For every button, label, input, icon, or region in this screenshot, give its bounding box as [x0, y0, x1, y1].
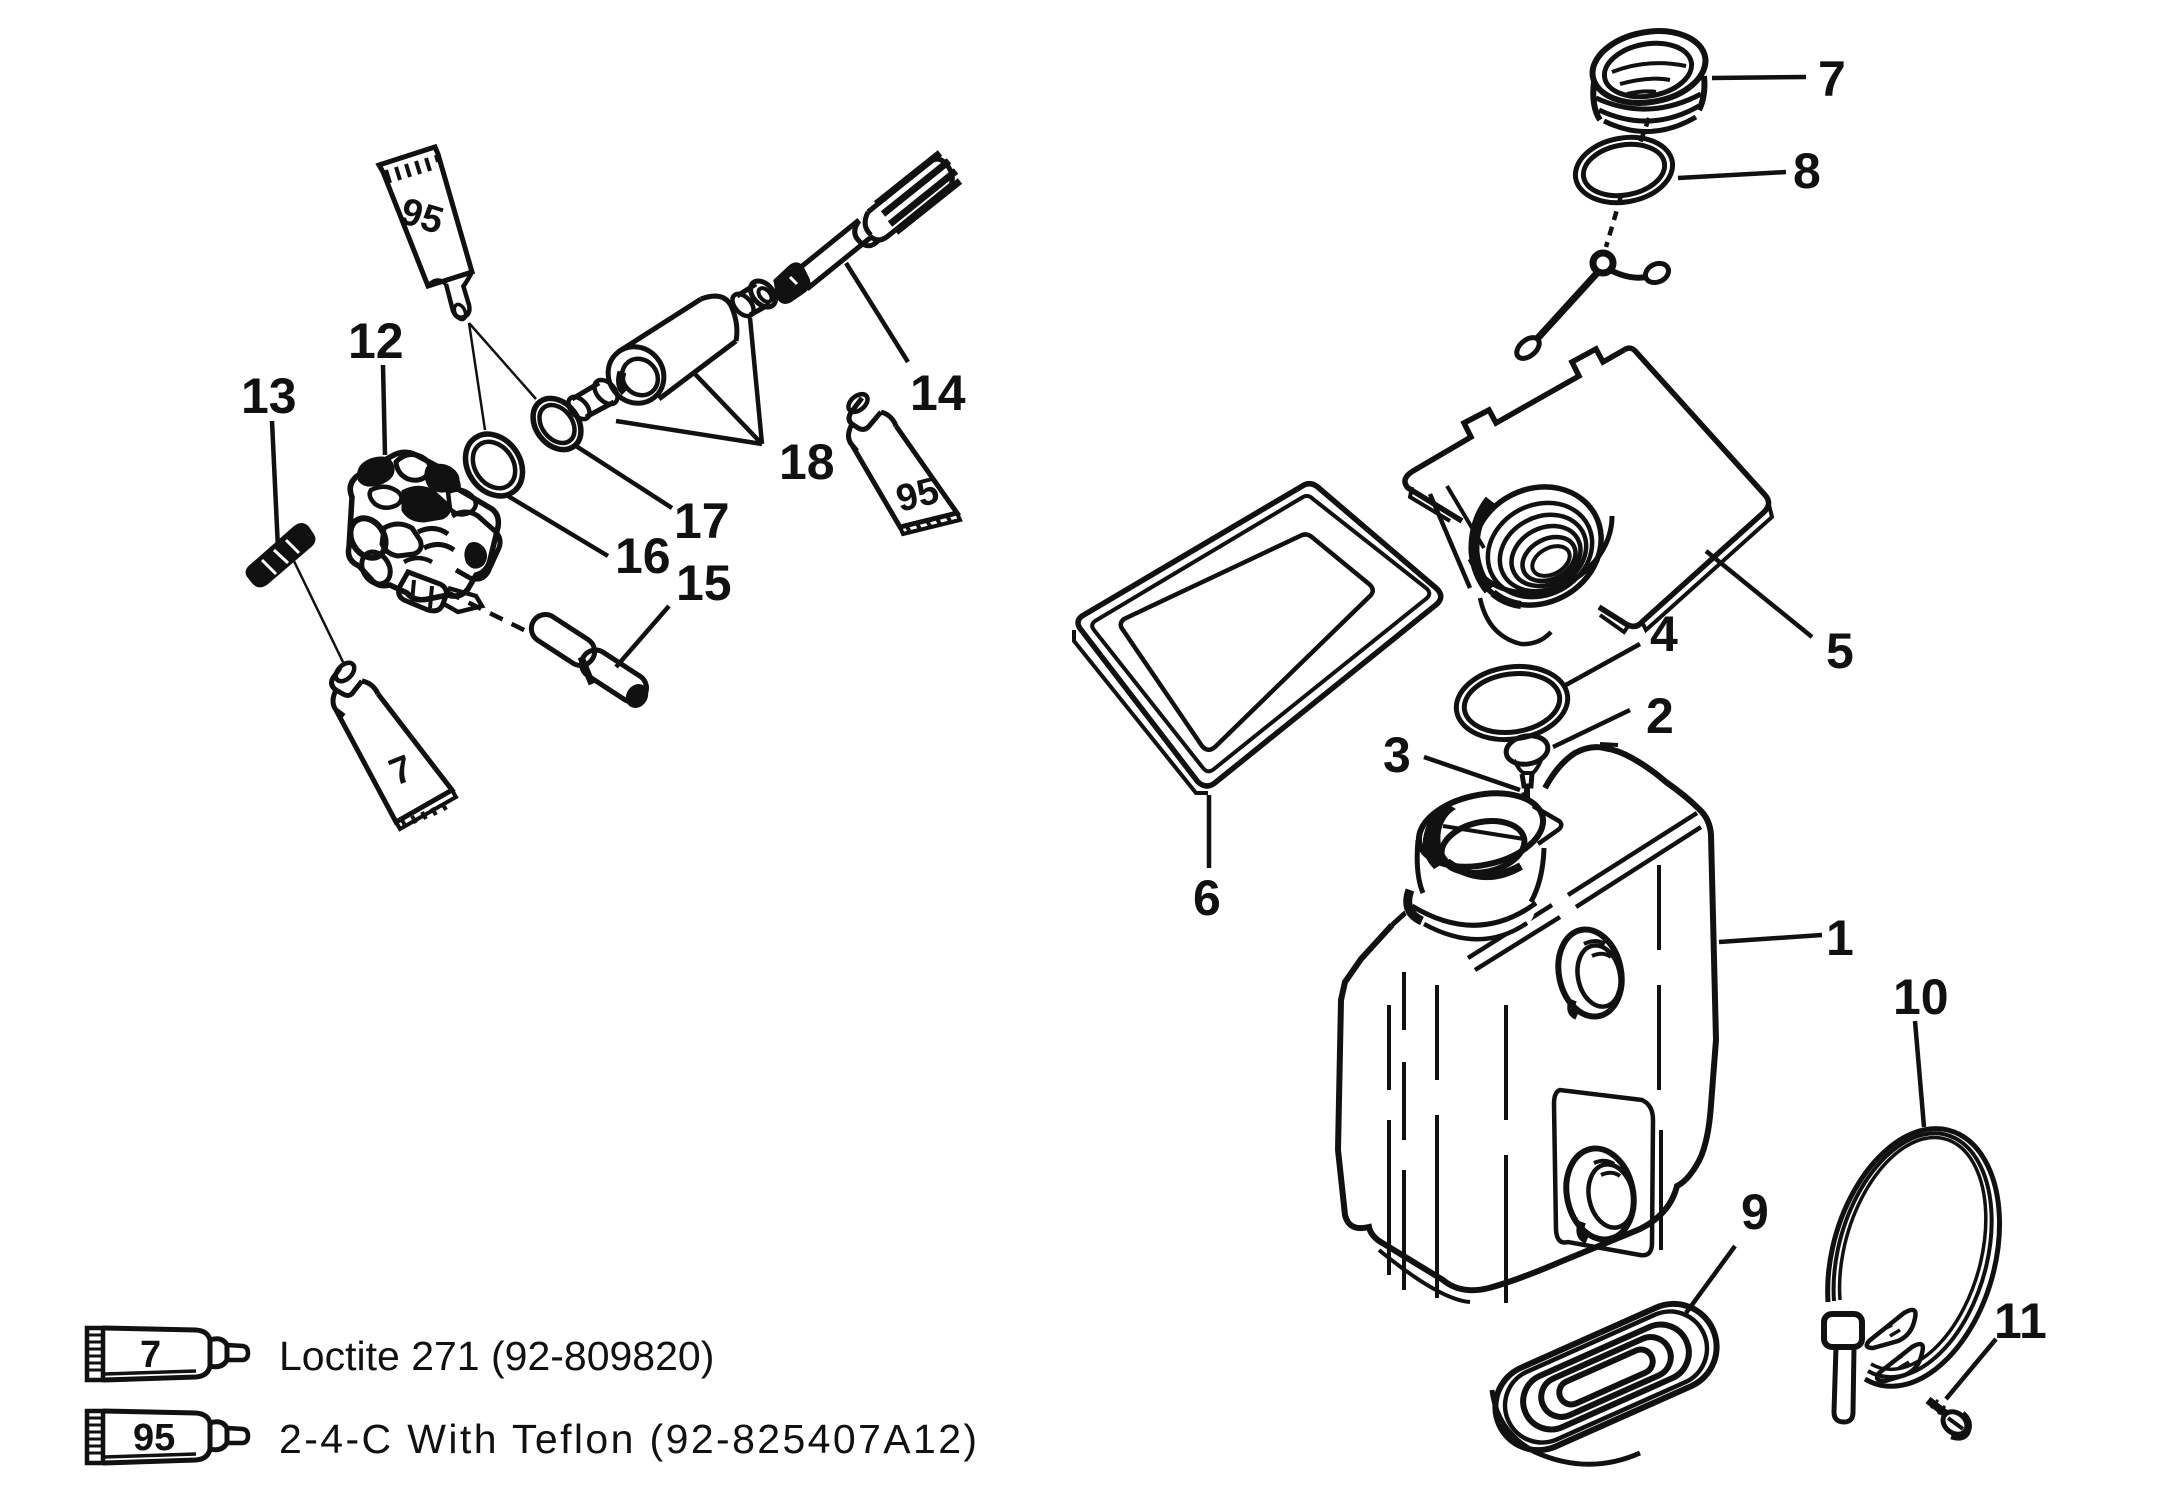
svg-text:15: 15 — [676, 555, 732, 611]
svg-text:17: 17 — [674, 493, 730, 549]
svg-text:7: 7 — [140, 1334, 161, 1376]
svg-text:2: 2 — [1646, 688, 1674, 744]
svg-text:2-4-C With Teflon (92-825407A: 2-4-C With Teflon (92-825407A12) — [279, 1416, 980, 1462]
svg-text:13: 13 — [241, 368, 297, 424]
svg-text:11: 11 — [1994, 1293, 2047, 1349]
svg-text:9: 9 — [1741, 1184, 1769, 1240]
svg-text:14: 14 — [910, 365, 966, 421]
svg-text:7: 7 — [1818, 51, 1846, 107]
svg-text:12: 12 — [348, 313, 404, 369]
svg-text:95: 95 — [892, 470, 943, 521]
svg-text:6: 6 — [1193, 870, 1221, 926]
svg-text:16: 16 — [615, 528, 671, 584]
svg-text:10: 10 — [1893, 969, 1949, 1025]
svg-text:95: 95 — [133, 1417, 175, 1459]
svg-text:1: 1 — [1826, 910, 1854, 966]
svg-text:Loctite 271 (92-809820): Loctite 271 (92-809820) — [279, 1333, 714, 1379]
svg-text:5: 5 — [1826, 623, 1854, 679]
svg-text:18: 18 — [779, 434, 835, 490]
svg-text:3: 3 — [1383, 727, 1411, 783]
svg-text:8: 8 — [1793, 143, 1821, 199]
